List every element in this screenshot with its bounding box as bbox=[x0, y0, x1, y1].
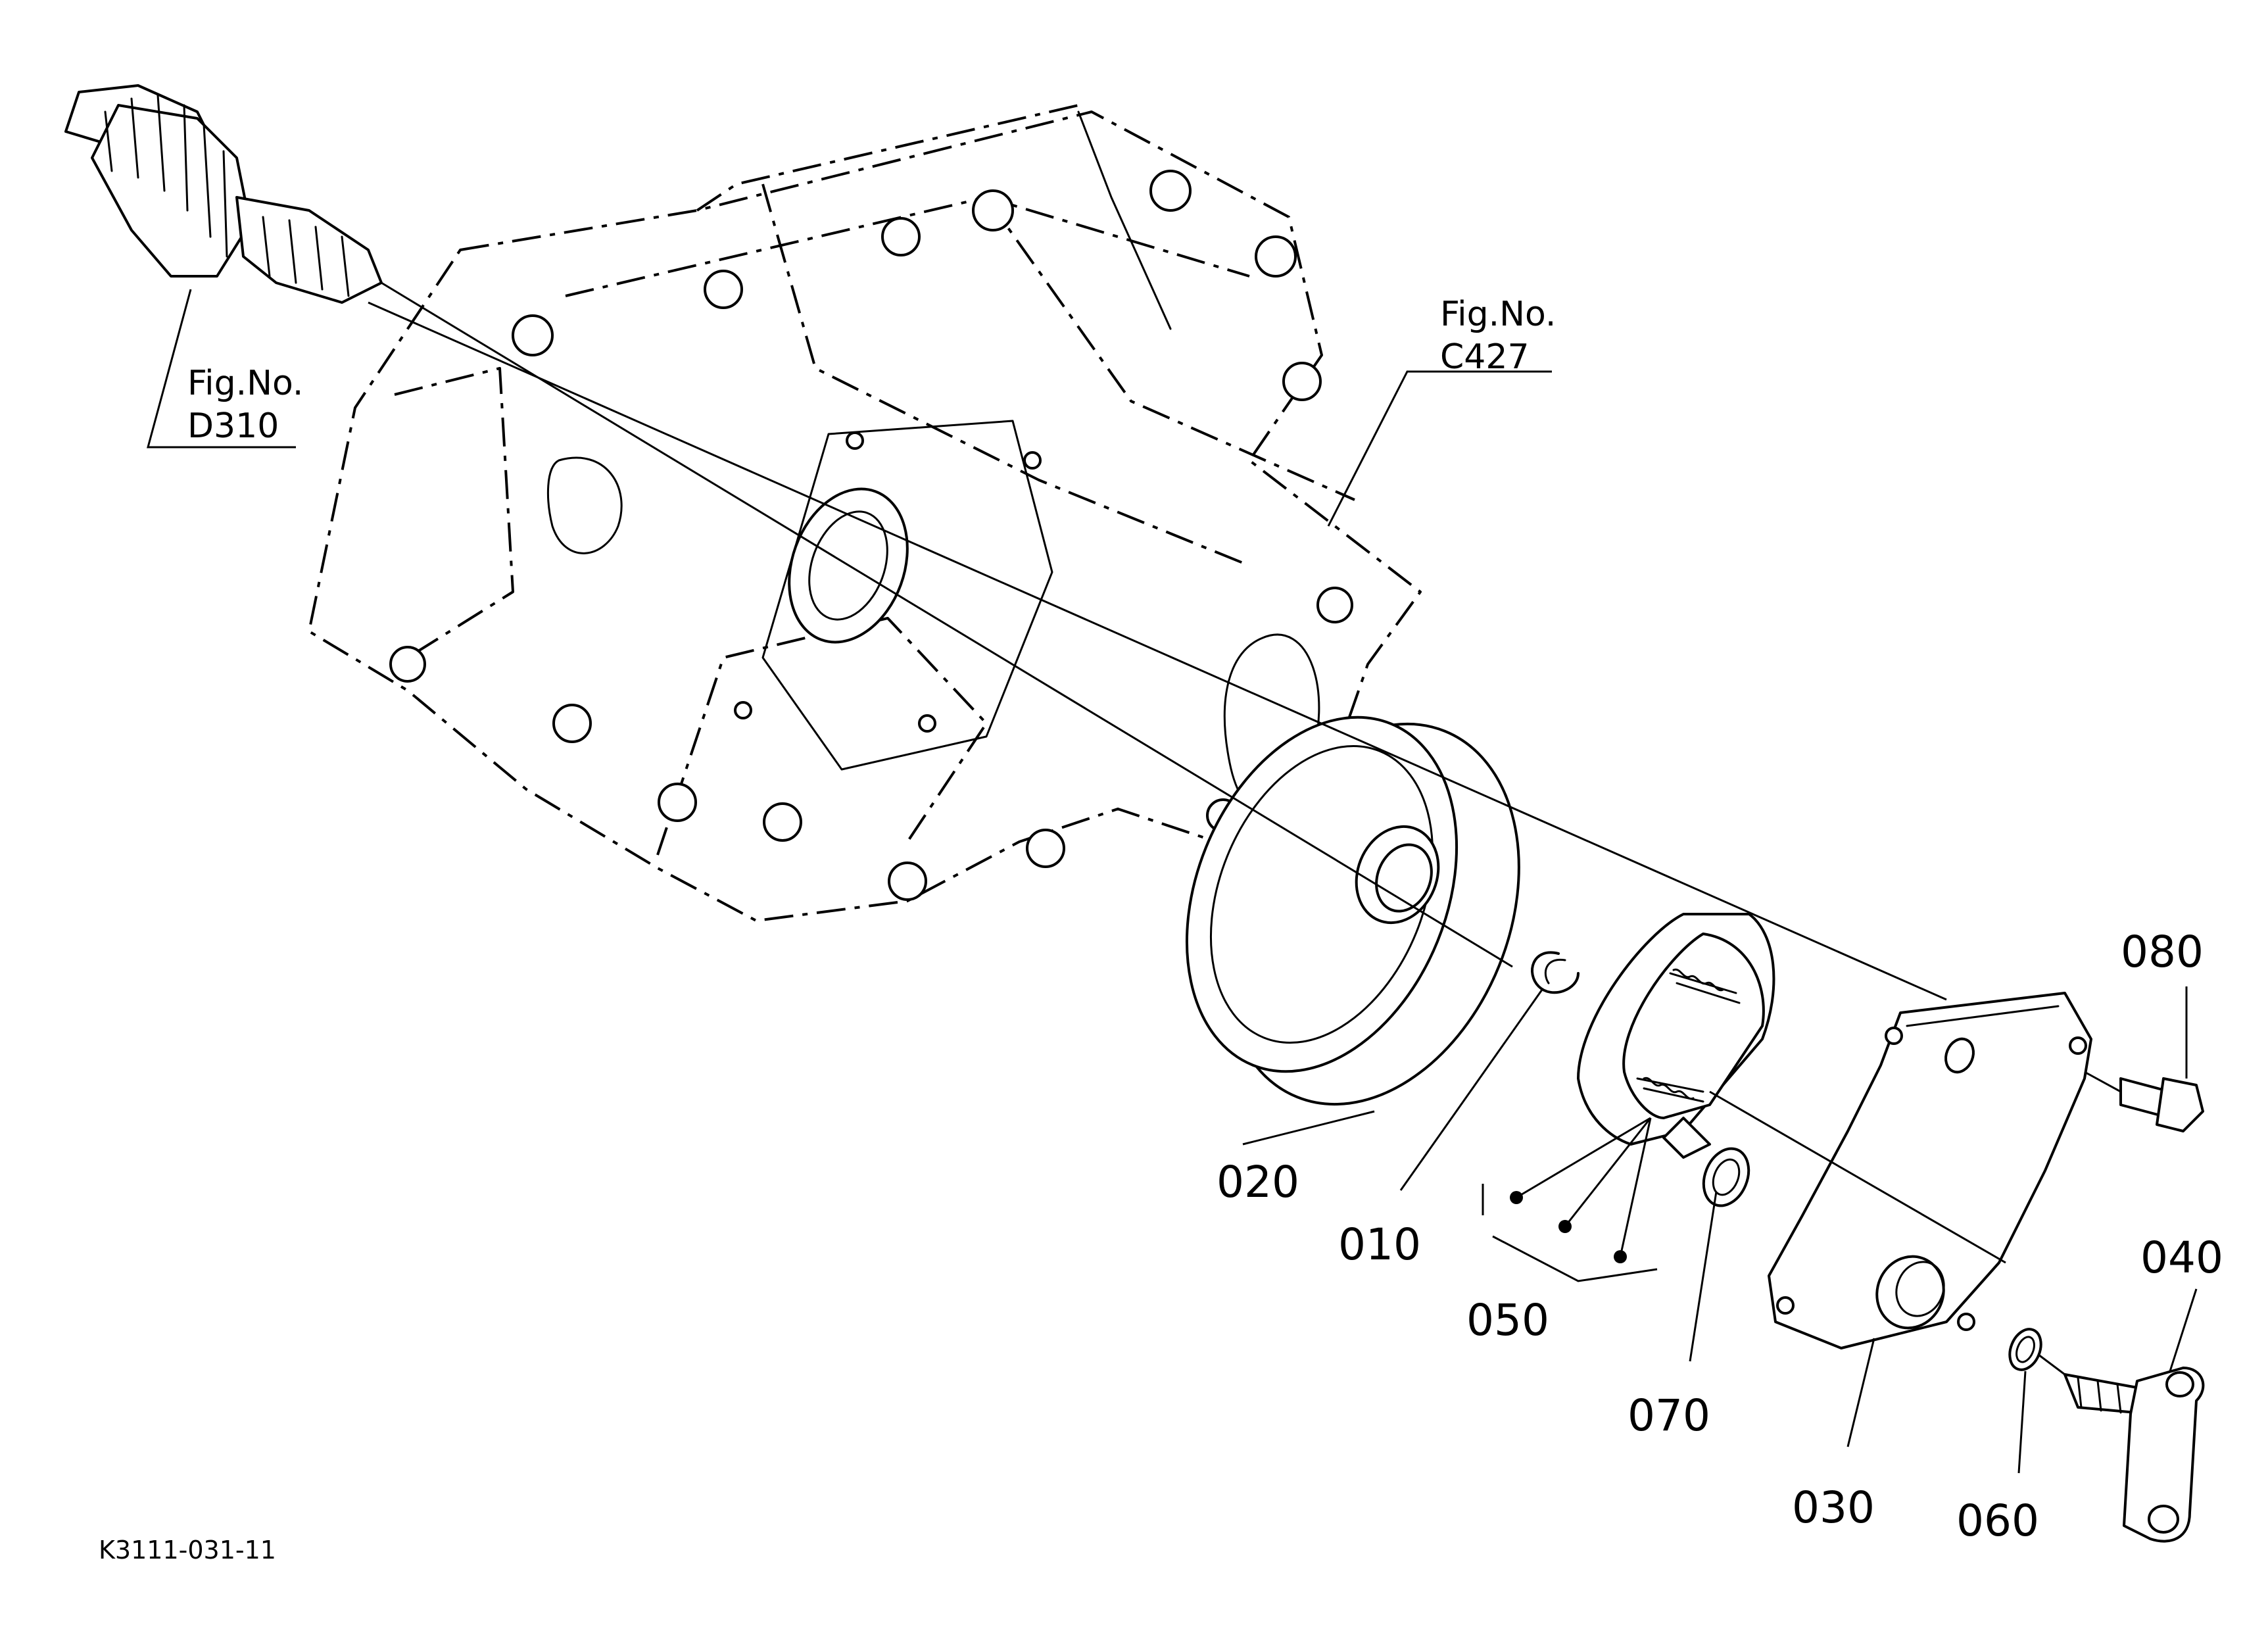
callout-020: 020 bbox=[1217, 1157, 1299, 1207]
gear-shaft bbox=[64, 84, 383, 304]
callout-030: 030 bbox=[1792, 1482, 1875, 1533]
fig-ref-d310-line2: D310 bbox=[187, 406, 279, 446]
drawing-code: K3111-031-11 bbox=[99, 1536, 276, 1565]
callout-080: 080 bbox=[2121, 927, 2204, 977]
fig-ref-c427-line1: Fig.No. bbox=[1440, 295, 1556, 334]
callout-010: 010 bbox=[1338, 1219, 1421, 1270]
brake-cover bbox=[1768, 992, 2092, 1349]
leader-lines bbox=[147, 289, 2198, 1474]
brake-drum bbox=[1185, 716, 1520, 1106]
hex-bolt bbox=[2119, 1077, 2204, 1132]
transmission-case bbox=[308, 104, 1422, 922]
oil-seal bbox=[1702, 1147, 1750, 1207]
brake-shoe-assembly bbox=[1510, 913, 1775, 1263]
callout-070: 070 bbox=[1628, 1390, 1710, 1441]
fig-ref-c427-line2: C427 bbox=[1440, 337, 1530, 377]
fig-ref-d310-line1: Fig.No. bbox=[187, 364, 303, 403]
callout-060: 060 bbox=[1956, 1495, 2039, 1546]
snap-ring bbox=[1531, 951, 1580, 994]
callout-050: 050 bbox=[1466, 1295, 1549, 1346]
o-ring bbox=[2008, 1328, 2042, 1371]
assembly-axis-lines bbox=[368, 281, 2121, 1376]
brake-lever bbox=[2063, 1367, 2205, 1543]
callout-040: 040 bbox=[2140, 1232, 2223, 1283]
